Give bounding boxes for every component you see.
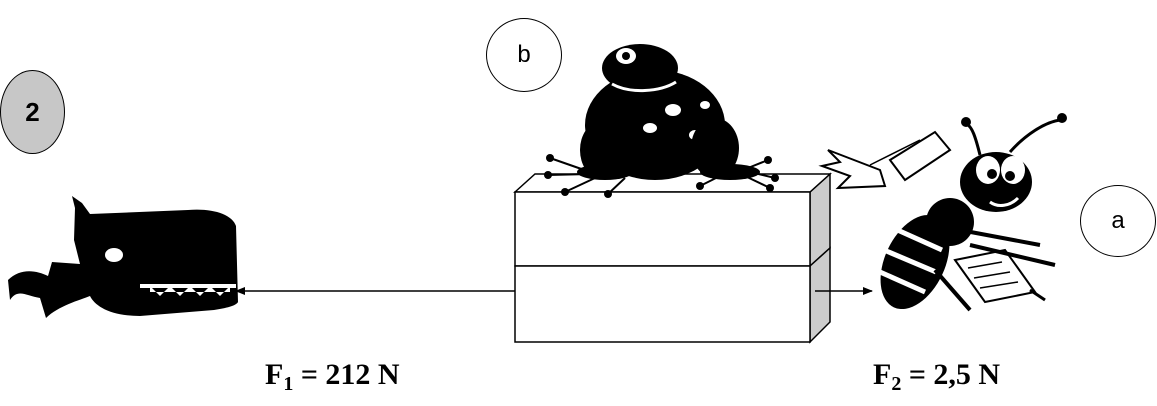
problem-number-badge: 2	[0, 70, 65, 154]
frog-icon	[544, 44, 779, 198]
label-a-badge: a	[1080, 185, 1156, 257]
label-a: a	[1111, 207, 1125, 234]
force-label-1: F1 = 212 N	[265, 358, 400, 396]
stacked-blocks	[513, 172, 832, 344]
force-value: = 212 N	[300, 358, 400, 391]
block-lower-front	[514, 265, 811, 343]
label-b: b	[517, 41, 531, 68]
force-subscript: 1	[283, 373, 294, 395]
bee-icon	[818, 113, 1067, 312]
force-label-2: F2 = 2,5 N	[873, 358, 1000, 396]
label-b-badge: b	[486, 18, 562, 92]
block-upper-front	[514, 191, 811, 267]
force-symbol: F	[873, 358, 892, 391]
force-symbol: F	[265, 358, 284, 391]
force-value: = 2,5 N	[908, 358, 1001, 391]
dog-icon	[8, 196, 238, 318]
force-subscript: 2	[891, 373, 902, 395]
problem-number: 2	[25, 96, 40, 127]
